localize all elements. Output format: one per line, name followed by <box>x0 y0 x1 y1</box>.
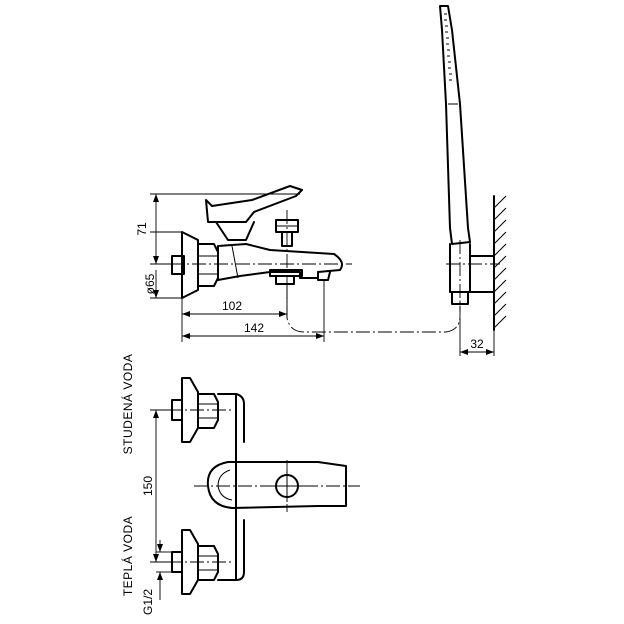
hand-shower <box>439 5 500 312</box>
side-view-mixer <box>170 185 352 300</box>
side-view-dimensions: 71 ø65 102 142 <box>135 193 325 342</box>
dim-32-label: 32 <box>470 337 484 351</box>
wall-dimension: 32 <box>459 318 495 356</box>
dim-65-label: ø65 <box>143 273 157 294</box>
dim-102-label: 102 <box>222 299 242 313</box>
dim-71-label: 71 <box>135 222 149 236</box>
dim-150-label: 150 <box>141 476 155 496</box>
dim-142-label: 142 <box>244 321 264 335</box>
wall-hatch <box>493 195 507 331</box>
cold-water-label: STUDENÁ VODA <box>120 354 135 455</box>
front-view-dimensions: 150 G1/2 <box>141 409 172 615</box>
front-view-mixer <box>168 377 360 595</box>
thread-label: G1/2 <box>141 589 155 615</box>
hose-path <box>286 284 461 333</box>
hot-water-label: TEPLÁ VODA <box>120 516 135 596</box>
